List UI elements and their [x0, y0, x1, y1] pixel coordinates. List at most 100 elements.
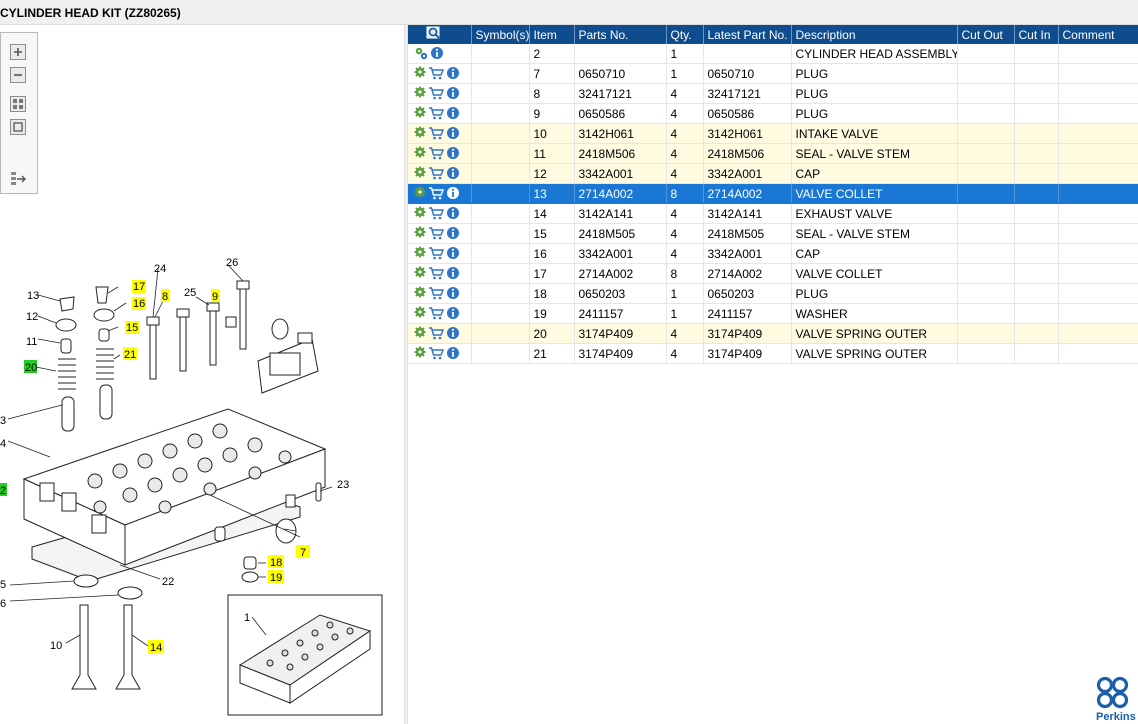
info-icon[interactable]: [446, 266, 460, 282]
gear-icon[interactable]: [414, 106, 426, 122]
latest-part-cell: 2714A002: [703, 263, 792, 284]
column-header[interactable]: Cut In: [1014, 25, 1059, 44]
qty-cell: 8: [666, 263, 704, 284]
column-header[interactable]: Cut Out: [957, 25, 1015, 44]
svg-text:11: 11: [26, 336, 37, 348]
cart-icon[interactable]: [428, 326, 445, 342]
info-icon[interactable]: [446, 206, 460, 222]
comment-cell: [1058, 223, 1138, 244]
item-cell: 19: [529, 303, 575, 324]
parts-search-icon[interactable]: [426, 26, 442, 40]
cart-icon[interactable]: [428, 86, 445, 102]
gear-icon[interactable]: [414, 246, 426, 262]
gear-icon[interactable]: [414, 286, 426, 302]
cart-icon[interactable]: [428, 106, 445, 122]
export-icon[interactable]: [10, 171, 26, 187]
cart-icon[interactable]: [428, 66, 445, 82]
gear-icon[interactable]: [414, 206, 426, 222]
gear-icon[interactable]: [414, 86, 426, 102]
cart-icon[interactable]: [428, 346, 445, 362]
gear-icon[interactable]: [414, 346, 426, 362]
info-icon[interactable]: [446, 106, 460, 122]
column-header[interactable]: Parts No.: [574, 25, 667, 44]
cut-out-cell: [957, 44, 1015, 64]
column-header[interactable]: Qty.: [666, 25, 704, 44]
gear-icon[interactable]: [414, 126, 426, 142]
cart-icon[interactable]: [428, 186, 445, 202]
column-header[interactable]: Latest Part No.: [703, 25, 792, 44]
info-icon[interactable]: [446, 86, 460, 102]
zoom-out-icon[interactable]: [10, 67, 26, 83]
gear-icon[interactable]: [414, 66, 426, 82]
info-icon[interactable]: [446, 306, 460, 322]
gear-icon[interactable]: [414, 146, 426, 162]
row-actions-cell: [408, 263, 472, 284]
info-icon[interactable]: [446, 286, 460, 302]
info-icon[interactable]: [446, 126, 460, 142]
info-icon[interactable]: [446, 166, 460, 182]
illustration-pane[interactable]: 13 17 8 24 26 25 9 12 16 15 11 21 20 3 4…: [0, 25, 404, 724]
gear-icon[interactable]: [414, 306, 426, 322]
svg-text:21: 21: [124, 349, 136, 361]
cart-icon[interactable]: [428, 126, 445, 142]
row-actions-cell: [408, 143, 472, 164]
gear-icon[interactable]: [414, 326, 426, 342]
row-actions-cell: [408, 183, 472, 204]
zoom-in-icon[interactable]: [10, 44, 26, 60]
fit-view-icon[interactable]: [10, 96, 26, 112]
cart-icon[interactable]: [428, 226, 445, 242]
symbols-cell: [471, 203, 530, 224]
cart-icon[interactable]: [428, 286, 445, 302]
cart-icon[interactable]: [428, 166, 445, 182]
part-number-cell: 3342A001: [574, 243, 667, 264]
cart-icon[interactable]: [428, 266, 445, 282]
info-icon[interactable]: [446, 146, 460, 162]
column-header[interactable]: Comment: [1058, 25, 1138, 44]
svg-text:20: 20: [25, 362, 37, 374]
cut-in-cell: [1014, 323, 1059, 344]
info-icon[interactable]: [446, 346, 460, 362]
assembly-gears-icon[interactable]: [414, 46, 428, 62]
info-icon[interactable]: [430, 46, 444, 62]
actual-size-icon[interactable]: [10, 119, 26, 135]
column-header[interactable]: Description: [791, 25, 958, 44]
part-number-cell: 0650586: [574, 103, 667, 124]
column-header[interactable]: Symbol(s): [471, 25, 530, 44]
column-header[interactable]: Item: [529, 25, 575, 44]
search-parts-column[interactable]: [408, 25, 472, 44]
info-icon[interactable]: [446, 326, 460, 342]
info-icon[interactable]: [446, 186, 460, 202]
pane-splitter[interactable]: [404, 25, 408, 724]
cart-icon[interactable]: [428, 306, 445, 322]
cart-icon[interactable]: [428, 246, 445, 262]
exploded-parts-diagram[interactable]: 13 17 8 24 26 25 9 12 16 15 11 21 20 3 4…: [0, 225, 404, 724]
info-icon[interactable]: [446, 246, 460, 262]
gear-icon[interactable]: [414, 266, 426, 282]
cart-icon[interactable]: [428, 146, 445, 162]
comment-cell: [1058, 103, 1138, 124]
gear-icon[interactable]: [414, 166, 426, 182]
cart-icon[interactable]: [428, 206, 445, 222]
info-icon[interactable]: [446, 226, 460, 242]
info-icon[interactable]: [446, 66, 460, 82]
gear-icon[interactable]: [414, 226, 426, 242]
gear-icon[interactable]: [414, 186, 426, 202]
cut-in-cell: [1014, 63, 1059, 84]
cut-out-cell: [957, 283, 1015, 304]
